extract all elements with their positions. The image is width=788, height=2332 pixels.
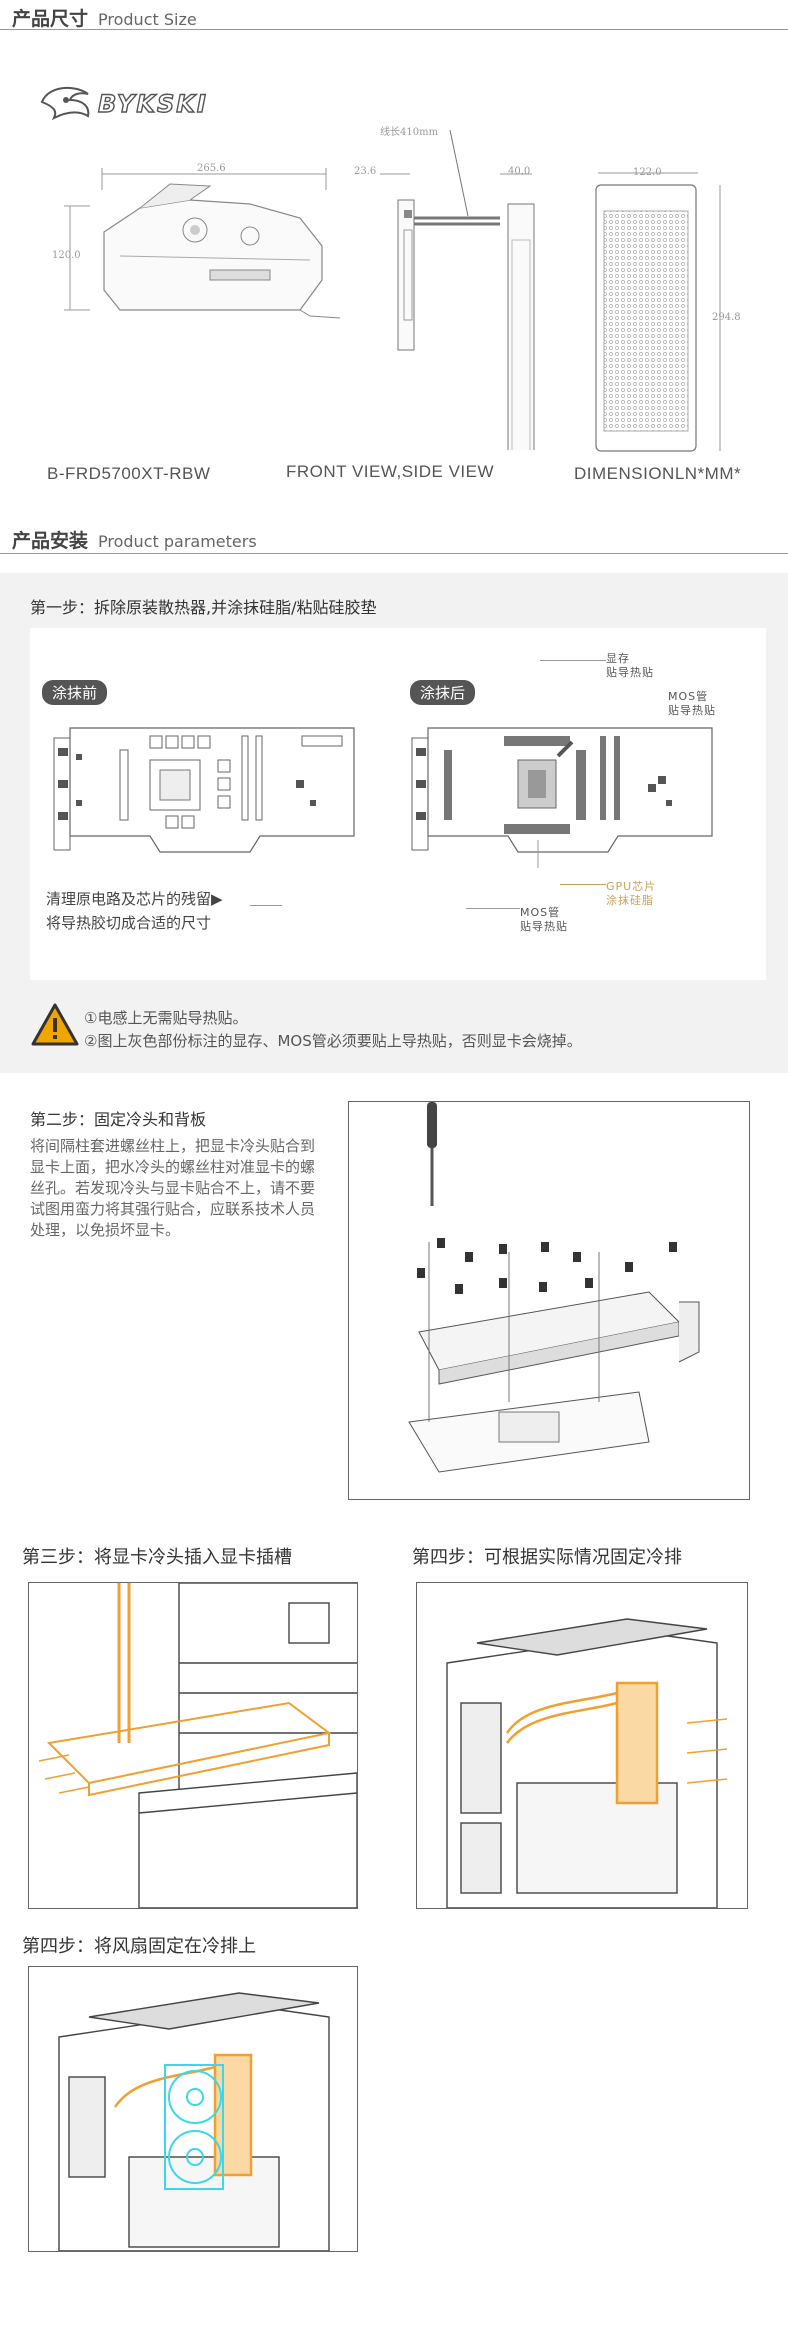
model-caption: B-FRD5700XT-RBW — [47, 464, 211, 483]
step4a-illustration — [416, 1582, 748, 1909]
step3-illustration — [28, 1582, 358, 1909]
memory-label: 显存 贴导热贴 — [606, 652, 654, 679]
step1-title: 第一步：拆除原装散热器,并涂抹硅脂/粘贴硅胶垫 — [30, 598, 377, 617]
logo-text: BYKSKI — [98, 90, 208, 118]
dim-side-right: 40.0 — [508, 166, 531, 177]
dim-card-height: 120.0 — [52, 250, 81, 261]
dim-side-left: 23.6 — [354, 166, 377, 177]
leader-line — [560, 884, 606, 885]
dim-card-width: 265.6 — [197, 163, 226, 174]
step2-title: 第二步：固定冷头和背板 — [30, 1110, 207, 1129]
step4a-title: 第四步：可根据实际情况固定冷排 — [412, 1547, 682, 1568]
radiator-drawing — [590, 165, 740, 465]
card-front-drawing — [60, 160, 360, 330]
step4b-illustration — [28, 1966, 358, 2252]
note-cut: 将导热胶切成合适的尺寸 — [46, 914, 212, 932]
step3-title: 第三步：将显卡冷头插入显卡插槽 — [22, 1547, 292, 1568]
warning-line1: ①电感上无需贴导热贴。 — [84, 1009, 248, 1027]
mos-label-bottom: MOS管 贴导热贴 — [520, 906, 568, 933]
views-caption: FRONT VIEW,SIDE VIEW — [286, 462, 495, 481]
after-badge: 涂抹后 — [410, 680, 476, 705]
gpu-label: GPU芯片 涂抹硅脂 — [606, 880, 657, 907]
note-clean: 清理原电路及芯片的残留▶ — [46, 890, 223, 908]
dim-hose-length: 线长410mm — [380, 127, 439, 138]
bykski-logo: BYKSKI — [36, 80, 236, 124]
leader-line — [540, 660, 606, 661]
section-title-en: Product Size — [98, 10, 197, 29]
step2-illustration — [348, 1101, 750, 1500]
warning-line2: ②图上灰色部份标注的显存、MOS管必须要贴上导热贴，否则显卡会烧掉。 — [84, 1032, 582, 1050]
divider — [0, 553, 788, 554]
warning-icon — [30, 1002, 80, 1048]
section-title-size: 产品尺寸 Product Size — [12, 4, 197, 31]
step2-body: 将间隔柱套进螺丝柱上，把显卡冷头贴合到显卡上面，把水冷头的螺丝柱对准显卡的螺丝孔… — [30, 1137, 316, 1239]
dim-rad-width: 122.0 — [633, 167, 662, 178]
pcb-before-drawing — [50, 720, 360, 870]
divider — [0, 29, 788, 30]
section-title-install: 产品安装 Product parameters — [12, 526, 257, 553]
before-badge: 涂抹前 — [42, 680, 108, 705]
dim-rad-height: 294.8 — [712, 312, 741, 323]
section-title-cn: 产品安装 — [12, 530, 89, 552]
leader-line — [250, 905, 282, 906]
mos-label-top: MOS管 贴导热贴 — [668, 690, 716, 717]
dimension-caption: DIMENSIONLN*MM* — [574, 464, 742, 483]
step4b-title: 第四步：将风扇固定在冷排上 — [22, 1936, 256, 1957]
leader-line — [466, 908, 520, 909]
section-title-en: Product parameters — [98, 532, 257, 551]
pcb-after-drawing — [408, 720, 718, 870]
section-title-cn: 产品尺寸 — [12, 8, 89, 30]
